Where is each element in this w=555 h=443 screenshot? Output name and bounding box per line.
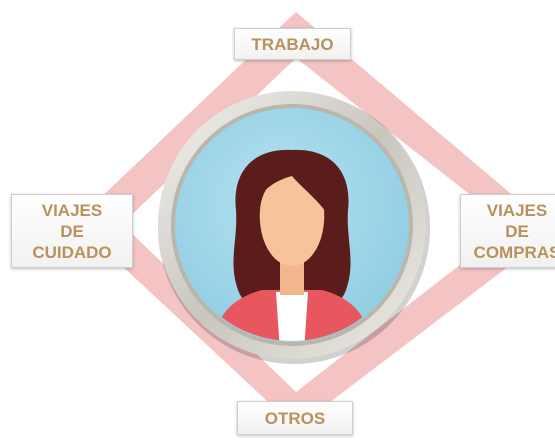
label-right-line: COMPRAS xyxy=(473,242,555,262)
label-viajes-de-cuidado: VIAJES DE CUIDADO xyxy=(11,194,133,268)
label-viajes-de-compras: VIAJES DE COMPRAS xyxy=(460,194,555,268)
label-otros: OTROS xyxy=(237,401,353,435)
face xyxy=(259,176,325,266)
shirt xyxy=(276,292,308,341)
label-left-line: CUIDADO xyxy=(32,242,112,262)
label-left-line: DE xyxy=(60,221,84,241)
label-otros-text: OTROS xyxy=(264,408,326,428)
woman-avatar-icon xyxy=(212,149,372,341)
label-trabajo-text: TRABAJO xyxy=(251,34,334,54)
label-left-line: VIAJES xyxy=(41,200,103,220)
label-trabajo: TRABAJO xyxy=(234,28,351,60)
label-right-line: DE xyxy=(505,221,529,241)
hair-front xyxy=(253,159,329,212)
label-right-line: VIAJES xyxy=(486,200,548,220)
